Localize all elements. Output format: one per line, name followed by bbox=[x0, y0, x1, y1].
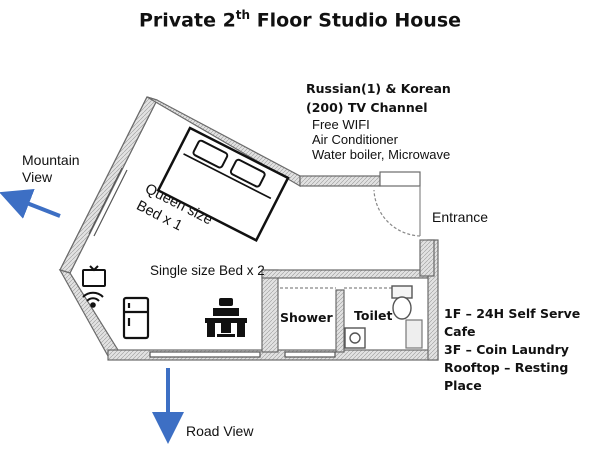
page-title: Private 2th Floor Studio House bbox=[0, 8, 600, 31]
floors-list: 1F – 24H Self Serve Cafe 3F – Coin Laund… bbox=[444, 305, 600, 395]
title-rest: Floor Studio House bbox=[250, 9, 462, 32]
mountain-label-line2: View bbox=[22, 169, 53, 185]
mountain-view-label: Mountain View bbox=[22, 152, 80, 186]
shower-label: Shower bbox=[280, 310, 333, 325]
title-superscript: th bbox=[235, 8, 251, 22]
tv-icon bbox=[82, 265, 106, 287]
desk-icon bbox=[205, 298, 247, 337]
tv-channels-line1: Russian(1) & Korean bbox=[306, 81, 451, 96]
floor-1f: 1F – 24H Self Serve Cafe bbox=[444, 306, 581, 339]
title-main: Private 2 bbox=[138, 9, 236, 32]
floor-rooftop: Rooftop – Resting Place bbox=[444, 360, 569, 393]
wifi-icon bbox=[82, 291, 104, 308]
road-view-label: Road View bbox=[186, 423, 254, 439]
toilet-icon bbox=[391, 285, 413, 320]
sink-icon bbox=[344, 327, 366, 349]
mountain-view-arrow bbox=[0, 188, 61, 219]
bed-icon bbox=[156, 126, 290, 242]
amenity-wifi: Free WIFI bbox=[312, 117, 370, 132]
counter-icon bbox=[405, 319, 423, 349]
mountain-label-line1: Mountain bbox=[22, 152, 80, 168]
amenity-air-conditioner: Air Conditioner bbox=[312, 132, 398, 147]
amenity-boiler-microwave: Water boiler, Microwave bbox=[312, 147, 451, 162]
amenities-list: Russian(1) & Korean (200) TV Channel Fre… bbox=[306, 79, 451, 162]
single-bed-label: Single size Bed x 2 bbox=[150, 263, 265, 278]
walls bbox=[58, 96, 439, 361]
fridge-icon bbox=[122, 296, 150, 340]
toilet-label: Toilet bbox=[354, 308, 393, 323]
floor-3f: 3F – Coin Laundry bbox=[444, 342, 569, 357]
entrance-label: Entrance bbox=[432, 209, 489, 225]
tv-channels-line2: (200) TV Channel bbox=[306, 100, 428, 115]
